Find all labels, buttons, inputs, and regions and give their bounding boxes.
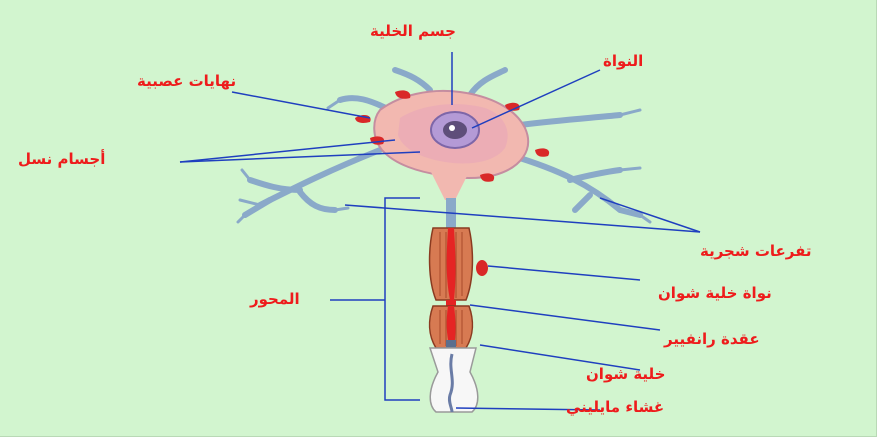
label-schwann-nucleus: نواة خلية شوان (658, 284, 772, 302)
label-axon: المحور (250, 290, 300, 308)
label-cell-body: جسم الخلية (370, 22, 456, 40)
label-schwann-cell: خلية شوان (586, 365, 665, 383)
label-nissl-bodies: أجسام نسل (18, 150, 105, 168)
nucleolus (443, 121, 467, 139)
nucleolus-highlight (449, 125, 455, 131)
myelin-segment-1 (430, 228, 488, 300)
schwann-nucleus-shape (476, 260, 488, 276)
node-of-ranvier-gap (446, 300, 456, 306)
label-node-of-ranvier: عقدة رانفيير (664, 330, 760, 348)
myelin-sheath-shape (430, 348, 478, 412)
label-dendrites: تفرعات شجرية (700, 242, 812, 260)
label-nerve-endings: نهايات عصبية (137, 72, 236, 90)
label-myelin-sheath: غشاء مايليني (566, 398, 664, 416)
axon-hillock (430, 170, 470, 200)
label-nucleus: النواة (603, 52, 643, 70)
